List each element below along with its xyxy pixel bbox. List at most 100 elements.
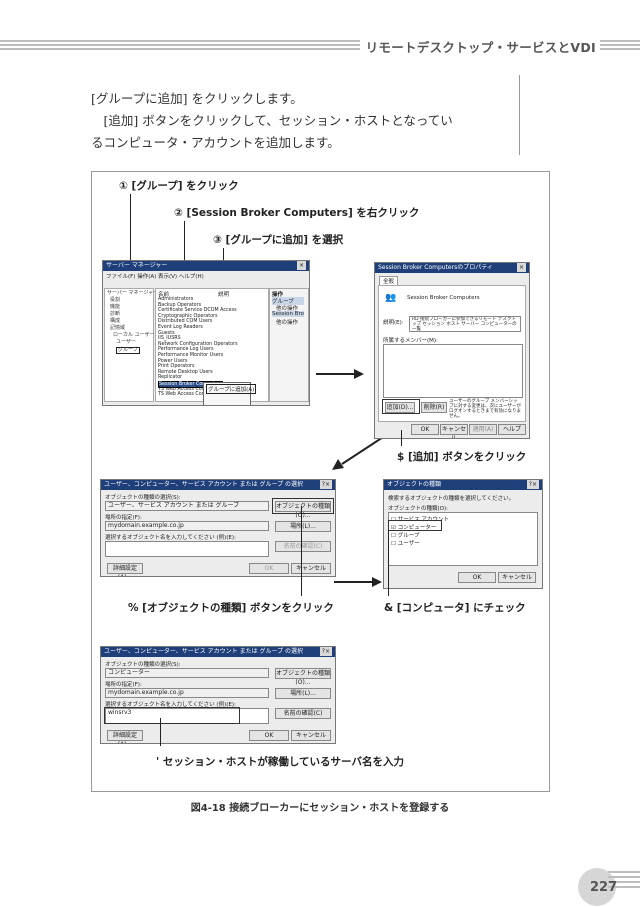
group-row[interactable]: Certificate Service DCOM Access [158,308,237,314]
select-dialog-2: ユーザー、コンピューター、サービス アカウント または グループ の選択 ?× オ… [100,646,336,744]
close-icon[interactable]: ?× [319,480,332,489]
dialog-title: ユーザー、コンピューター、サービス アカウント または グループ の選択 [104,481,304,488]
context-menu: グループに追加(A) [203,382,257,405]
group-row[interactable]: Backup Operators [158,302,202,308]
menu-bar[interactable]: ファイル(F) 操作(A) 表示(V) ヘルプ(H) [106,274,204,280]
tree-item[interactable]: 診断 [110,311,121,317]
check-names-button[interactable]: 名前の確認(C) [275,708,331,719]
checkbox[interactable]: ☑ [391,525,396,531]
group-row[interactable]: TS Web Access Computers [158,386,222,392]
ok-button[interactable]: OK [249,730,289,741]
highlight-computer-item [388,520,442,531]
actions-item[interactable]: グループ [272,297,304,305]
group-row[interactable]: IIS_IUSRS [158,336,181,342]
figure-frame: ① [グループ] をクリック ② [Session Broker Compute… [91,171,550,792]
object-type-field: ユーザー、サービス アカウント または グループ [105,501,269,511]
object-types-button[interactable]: オブジェクトの種類(O)... [275,668,331,686]
close-icon[interactable]: ?× [319,647,332,656]
group-row[interactable]: Replicator [158,375,183,381]
checkbox[interactable]: ☐ [391,533,396,539]
advanced-button[interactable]: 詳細設定(A)... [107,730,143,743]
apply-button[interactable]: 適用(A) [469,424,497,435]
description-field[interactable]: RD 接続ブローカーに参加できるリモート デスクトップ セッション ホスト サー… [409,316,521,332]
tree-item-groups[interactable]: グループ [116,347,140,354]
object-name-label: 選択するオブジェクト名を入力してください (例)(E): [105,535,236,541]
cancel-button[interactable]: キャンセル [291,563,331,574]
tree-item[interactable]: 機能 [110,304,121,310]
close-icon[interactable]: ?× [526,480,539,489]
add-button[interactable]: 追加(D)... [385,402,415,413]
membership-note: ユーザーのグループ メンバーシップに対する変更は、次にユーザーがログオンするとき… [449,399,521,419]
column-name[interactable]: 名前 [158,292,170,298]
list-item[interactable]: ☐ グループ [391,531,419,539]
leader-line-6 [388,529,389,596]
list-item[interactable]: ☐ ユーザー [391,539,420,547]
select-dialog-1-titlebar: ユーザー、コンピューター、サービス アカウント または グループ の選択 ?× [101,480,335,490]
group-row[interactable]: TS Web Access Comp [158,392,210,398]
server-manager-window: サーバー マネージャー× ファイル(F) 操作(A) 表示(V) ヘルプ(H) … [102,260,310,406]
paragraph-2b: るコンピュータ・アカウントを追加します。 [91,135,340,150]
advanced-button[interactable]: 詳細設定(A)... [107,563,143,576]
group-row[interactable]: Remote Desktop Users [158,369,213,375]
remove-button[interactable]: 削除(R) [421,402,447,413]
tree-item[interactable]: 構成 [110,318,121,324]
select-dialog-1: ユーザー、コンピューター、サービス アカウント または グループ の選択 ?× オ… [100,479,336,577]
close-icon[interactable]: × [516,263,526,272]
object-types-button[interactable]: オブジェクトの種類(O)... [275,501,331,519]
body-text: [グループに追加] をクリックします。 [追加] ボタンをクリックして、セッショ… [91,88,521,154]
highlight-object-types-button [272,498,334,514]
group-row[interactable]: Distributed COM Users [158,319,213,325]
margin-rule [519,75,520,155]
properties-dialog: Session Broker Computersのプロパティ× 全般 👥 Ses… [374,262,530,439]
list-item-label: コンピューター [397,525,437,531]
group-row[interactable]: Event Log Readers [158,325,203,330]
actions-item[interactable]: 他の操作 [276,320,299,326]
tree-item[interactable]: サーバー マネージャー (WIN2K8) [107,290,184,296]
locations-button[interactable]: 場所(L)... [275,521,331,532]
actions-title: 操作 [272,292,284,298]
group-row[interactable]: Guests [158,330,175,336]
menu-item-add-to-group[interactable]: グループに追加(A) [206,384,257,394]
group-row[interactable]: Power Users [158,358,188,364]
list-item-label: ユーザー [397,541,420,547]
leader-line-5 [301,506,302,596]
locations-button[interactable]: 場所(L)... [275,688,331,699]
actions-item[interactable]: Session Broker... [272,311,304,317]
actions-item[interactable]: 他の操作 [276,306,299,312]
group-row[interactable]: Network Configuration Operators [158,341,238,347]
list-item-label: グループ [397,533,420,539]
close-icon[interactable]: × [296,261,306,270]
object-name-input[interactable] [105,541,269,557]
checkbox[interactable]: ☐ [391,541,396,547]
group-row[interactable]: Print Operators [158,364,195,370]
tree-item[interactable]: 記憶域 [110,325,126,331]
dialog-title: ユーザー、コンピューター、サービス アカウント または グループ の選択 [104,648,304,655]
group-name: Session Broker Computers [407,295,480,301]
tree-item[interactable]: ユーザー [116,339,136,345]
tree-item[interactable]: ローカル ユーザーとグループ [113,332,180,338]
ok-button[interactable]: OK [411,424,439,435]
group-row[interactable]: Administrators [158,297,194,302]
header-rule [0,40,640,54]
group-row[interactable]: Cryptographic Operators [158,313,218,319]
check-names-button[interactable]: 名前の確認(C) [275,541,331,552]
paragraph-2a: [追加] ボタンをクリックして、セッション・ホストとなってい [103,113,453,128]
ok-button[interactable]: OK [249,563,289,574]
column-description[interactable]: 説明 [218,292,230,298]
callout-6: & [コンピュータ] にチェック [384,602,526,614]
list-item-computer[interactable]: ☑ コンピューター [391,523,436,531]
select-dialog-2-titlebar: ユーザー、コンピューター、サービス アカウント または グループ の選択 ?× [101,647,335,657]
members-list[interactable] [383,344,523,398]
cancel-button[interactable]: キャンセル [440,424,468,439]
cancel-button[interactable]: キャンセル [498,572,536,583]
help-button[interactable]: ヘルプ [498,424,526,435]
group-row[interactable]: Performance Log Users [158,347,214,353]
tree-pane: サーバー マネージャー (WIN2K8) 役割 機能 診断 構成 記憶域 ローカ… [104,288,183,402]
tree-item[interactable]: 役割 [110,297,121,303]
cancel-button[interactable]: キャンセル [291,730,331,741]
ok-button[interactable]: OK [458,572,496,583]
page-number: 227 [590,880,618,895]
dialog-title: Session Broker Computersのプロパティ [378,264,493,271]
group-row[interactable]: Performance Monitor Users [158,353,224,358]
general-panel: 👥 Session Broker Computers 説明(E): RD 接続ブ… [378,285,526,422]
